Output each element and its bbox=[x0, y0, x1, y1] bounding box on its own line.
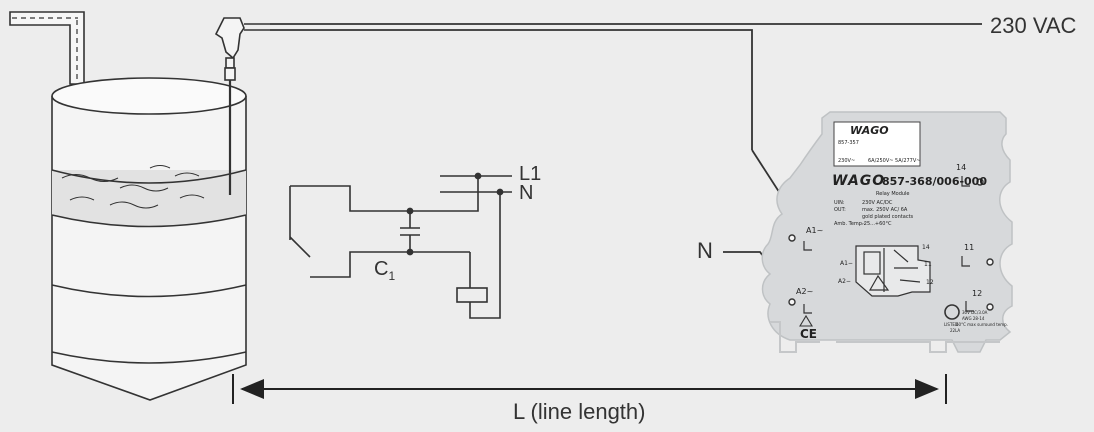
module-brand-logo: WAGO bbox=[832, 173, 886, 189]
neutral-label-module: N bbox=[697, 238, 713, 263]
module-label-brand: WAGO bbox=[850, 124, 889, 137]
spec-temp-value: -25...+60°C bbox=[862, 221, 892, 227]
module-label-rating-left: 230V~ bbox=[838, 158, 856, 164]
terminal-a1-screw bbox=[788, 234, 796, 242]
relay-coil bbox=[456, 287, 488, 303]
module-inner-circuit bbox=[855, 245, 931, 297]
listed-mark-icon bbox=[944, 304, 960, 320]
module-label-code: 857-357 bbox=[838, 140, 859, 146]
spec-out-value: max. 250V AC/ 6A bbox=[862, 207, 908, 213]
cert-line-4: 22LA bbox=[950, 328, 961, 333]
inner-11-label: 11 bbox=[924, 261, 932, 268]
liquid bbox=[52, 170, 246, 227]
inner-a1-label: A1− bbox=[840, 260, 853, 267]
capacitor-label: C1 bbox=[374, 258, 396, 283]
line-length-dimension bbox=[232, 374, 947, 404]
spec-uin-value: 230V AC/DC bbox=[862, 200, 893, 206]
ce-mark: CE bbox=[800, 327, 818, 341]
terminal-11-screw bbox=[986, 258, 994, 266]
level-probe bbox=[214, 17, 270, 195]
module-part-number: 857-368/006-000 bbox=[882, 175, 987, 188]
module-label-plate bbox=[833, 121, 921, 167]
warning-icon bbox=[799, 314, 813, 327]
spec-temp-label: Amb. Temp.: bbox=[834, 221, 866, 227]
module-label-rating-right: 6A/250V~ 5A/277V~ bbox=[868, 158, 921, 164]
inner-a2-label: A2− bbox=[838, 278, 851, 285]
module-title: Relay Module bbox=[876, 191, 910, 197]
spec-contacts: gold plated contacts bbox=[862, 214, 914, 220]
l1-label: L1 bbox=[519, 163, 542, 185]
spec-uin-label: UIN: bbox=[834, 200, 845, 206]
spec-out-label: OUT: bbox=[834, 207, 846, 213]
listed-label: LISTED bbox=[944, 322, 958, 327]
inner-14-label: 14 bbox=[922, 244, 930, 251]
cert-line-1: 30V DC/3.0A bbox=[962, 310, 988, 315]
terminal-11-label: 11 bbox=[964, 243, 975, 252]
terminal-a2-label: A2~ bbox=[796, 287, 814, 296]
relay-module bbox=[761, 111, 1013, 353]
terminal-14-screw bbox=[976, 178, 984, 186]
terminal-12-screw bbox=[986, 303, 994, 311]
terminal-14-label: 14 bbox=[956, 163, 967, 172]
capacitor-subscript: 1 bbox=[388, 269, 396, 283]
terminal-a2-screw bbox=[788, 298, 796, 306]
cert-line-2: AWG 28-14 bbox=[962, 316, 985, 321]
tank bbox=[9, 11, 247, 401]
tank-body bbox=[51, 96, 247, 401]
supply-voltage-label: 230 VAC bbox=[990, 13, 1077, 38]
terminal-12-label: 12 bbox=[972, 289, 983, 298]
cert-line-3: 60°C max surround temp. bbox=[956, 322, 1008, 327]
line-length-label: L (line length) bbox=[513, 399, 646, 424]
module-housing bbox=[761, 111, 1013, 353]
fill-pipe bbox=[9, 11, 85, 85]
terminal-a1-label: A1~ bbox=[806, 226, 824, 235]
circuit-schematic bbox=[289, 172, 512, 319]
neutral-label-circuit: N bbox=[519, 182, 534, 204]
inner-12-label: 12 bbox=[926, 279, 934, 286]
